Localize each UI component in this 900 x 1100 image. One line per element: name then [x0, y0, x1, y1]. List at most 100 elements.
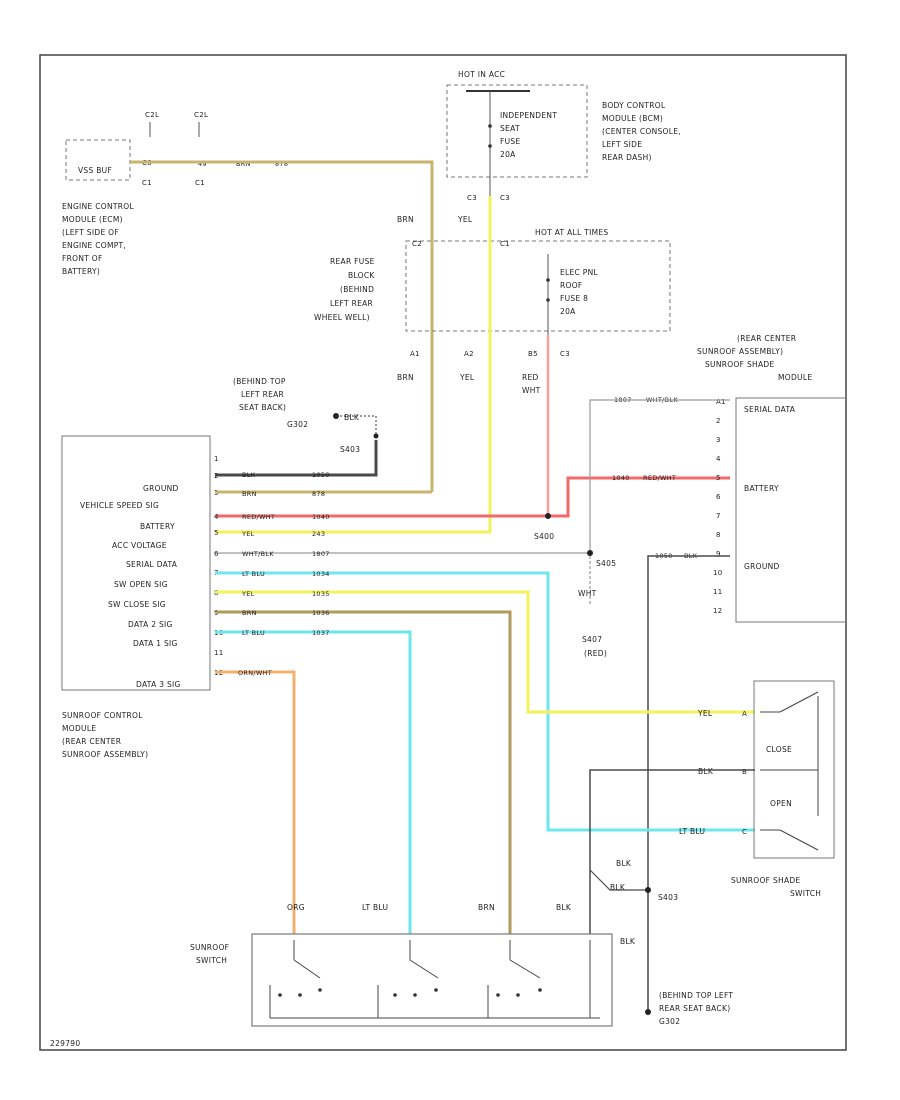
svg-text:BLK: BLK: [610, 883, 626, 892]
svg-text:1040: 1040: [612, 474, 630, 482]
svg-text:878: 878: [275, 160, 288, 168]
svg-text:(BEHIND TOP LEFT: (BEHIND TOP LEFT: [659, 991, 733, 1000]
svg-text:ORG: ORG: [287, 903, 305, 912]
svg-text:(BEHIND TOP: (BEHIND TOP: [233, 377, 286, 386]
wire-orn-data3: [215, 670, 296, 934]
svg-text:(LEFT SIDE OF: (LEFT SIDE OF: [62, 228, 119, 237]
svg-text:BODY CONTROL: BODY CONTROL: [602, 101, 666, 110]
svg-text:S403: S403: [658, 893, 678, 902]
wire-shade-sw-blk: [589, 769, 755, 934]
svg-text:RED: RED: [522, 373, 539, 382]
wire-ltblu-open: [215, 571, 755, 832]
svg-text:MODULE (ECM): MODULE (ECM): [62, 215, 123, 224]
svg-text:(REAR CENTER: (REAR CENTER: [737, 334, 796, 343]
svg-text:(CENTER CONSOLE,: (CENTER CONSOLE,: [602, 127, 681, 136]
svg-text:SERIAL DATA: SERIAL DATA: [744, 405, 796, 414]
svg-text:BLK: BLK: [620, 937, 636, 946]
svg-text:1807: 1807: [312, 550, 330, 558]
sunroof-switch: SUNROOF SWITCH ORG LT BLU BRN BLK: [190, 903, 613, 1027]
svg-text:SEAT: SEAT: [500, 124, 520, 133]
svg-text:BATTERY: BATTERY: [744, 484, 779, 493]
svg-text:C1: C1: [195, 179, 205, 187]
svg-text:BLK: BLK: [242, 471, 256, 479]
ground-g302-top: (BEHIND TOP LEFT REAR SEAT BACK) G302 BL…: [233, 377, 379, 454]
wire-acc-yel: [215, 196, 492, 534]
svg-text:5: 5: [716, 474, 721, 482]
svg-text:FUSE 8: FUSE 8: [560, 294, 588, 303]
svg-text:LEFT REAR: LEFT REAR: [330, 299, 373, 308]
wire-blk-s403: [589, 869, 648, 891]
svg-text:1040: 1040: [312, 513, 330, 521]
svg-text:(BEHIND: (BEHIND: [340, 285, 374, 294]
svg-text:6: 6: [214, 550, 219, 558]
svg-text:8: 8: [716, 531, 721, 539]
svg-text:INDEPENDENT: INDEPENDENT: [500, 111, 557, 120]
wire-brn-data2: [215, 610, 512, 934]
svg-text:GROUND: GROUND: [744, 562, 780, 571]
sunroof-shade-module: (REAR CENTER SUNROOF ASSEMBLY) SUNROOF S…: [612, 334, 846, 623]
svg-text:C2L: C2L: [145, 111, 159, 119]
svg-text:20A: 20A: [500, 150, 516, 159]
svg-text:7: 7: [716, 512, 721, 520]
svg-text:DATA 2 SIG: DATA 2 SIG: [128, 620, 173, 629]
svg-text:BATTERY): BATTERY): [62, 267, 100, 276]
svg-text:SW OPEN SIG: SW OPEN SIG: [114, 580, 168, 589]
svg-text:BRN: BRN: [236, 160, 251, 168]
wire-battery-red: [215, 476, 730, 518]
svg-text:MODULE (BCM): MODULE (BCM): [602, 114, 663, 123]
svg-text:YEL: YEL: [241, 530, 255, 538]
svg-text:A1: A1: [410, 350, 420, 358]
sunroof-control-module: GROUND VEHICLE SPEED SIG BATTERY ACC VOL…: [61, 435, 223, 759]
svg-text:LEFT REAR: LEFT REAR: [241, 390, 284, 399]
svg-text:4: 4: [716, 455, 721, 463]
svg-text:4: 4: [214, 513, 219, 521]
svg-text:S400: S400: [534, 532, 554, 541]
svg-text:MODULE: MODULE: [62, 724, 96, 733]
svg-text:YEL: YEL: [459, 373, 475, 382]
svg-text:YEL: YEL: [457, 215, 473, 224]
svg-text:SWITCH: SWITCH: [196, 956, 227, 965]
svg-text:BRN: BRN: [397, 215, 414, 224]
svg-text:1: 1: [214, 455, 219, 463]
svg-text:(RED): (RED): [584, 649, 607, 658]
svg-text:HOT AT ALL TIMES: HOT AT ALL TIMES: [535, 228, 608, 237]
svg-text:YEL: YEL: [697, 709, 713, 718]
svg-text:10: 10: [713, 569, 723, 577]
svg-text:ELEC PNL: ELEC PNL: [560, 268, 599, 277]
svg-text:DATA 1 SIG: DATA 1 SIG: [133, 639, 178, 648]
svg-text:REAR SEAT BACK): REAR SEAT BACK): [659, 1004, 730, 1013]
wire-serial-data: [589, 399, 730, 556]
svg-text:ROOF: ROOF: [560, 281, 583, 290]
svg-text:BLK: BLK: [344, 413, 360, 422]
svg-text:C1: C1: [500, 240, 510, 248]
svg-text:G302: G302: [287, 420, 308, 429]
svg-text:BRN: BRN: [242, 490, 257, 498]
rear-fuse-block: REAR FUSE BLOCK (BEHIND LEFT REAR WHEEL …: [314, 215, 671, 395]
switch-contacts: [269, 940, 600, 1019]
svg-text:FUSE: FUSE: [500, 137, 521, 146]
svg-text:S407: S407: [582, 635, 602, 644]
wire-ltblu-data1: [215, 630, 412, 934]
svg-text:SUNROOF CONTROL: SUNROOF CONTROL: [62, 711, 143, 720]
svg-text:S405: S405: [596, 559, 616, 568]
svg-text:1037: 1037: [312, 629, 330, 637]
svg-text:S403: S403: [340, 445, 360, 454]
svg-text:BRN: BRN: [397, 373, 414, 382]
svg-text:6: 6: [716, 493, 721, 501]
sunroof-shade-switch: CLOSE OPEN YEL BLK LT BLU A B C SUNROOF …: [679, 680, 835, 898]
svg-text:C1: C1: [142, 179, 152, 187]
svg-text:SUNROOF SHADE: SUNROOF SHADE: [731, 876, 801, 885]
svg-text:11: 11: [713, 588, 723, 596]
diagram-frame: [39, 54, 847, 1051]
svg-text:LT BLU: LT BLU: [679, 827, 705, 836]
svg-text:SERIAL DATA: SERIAL DATA: [126, 560, 178, 569]
svg-text:9: 9: [716, 550, 721, 558]
svg-text:C3: C3: [500, 194, 510, 202]
wire-ecm-vss: [130, 160, 434, 492]
svg-text:1050: 1050: [312, 471, 330, 479]
svg-text:SUNROOF ASSEMBLY): SUNROOF ASSEMBLY): [697, 347, 783, 356]
svg-text:C3: C3: [467, 194, 477, 202]
body-control-fuse-box: HOT IN ACC INDEPENDENT SEAT FUSE 20A BOD…: [446, 70, 681, 202]
svg-text:20A: 20A: [560, 307, 576, 316]
svg-text:VEHICLE SPEED SIG: VEHICLE SPEED SIG: [80, 501, 159, 510]
